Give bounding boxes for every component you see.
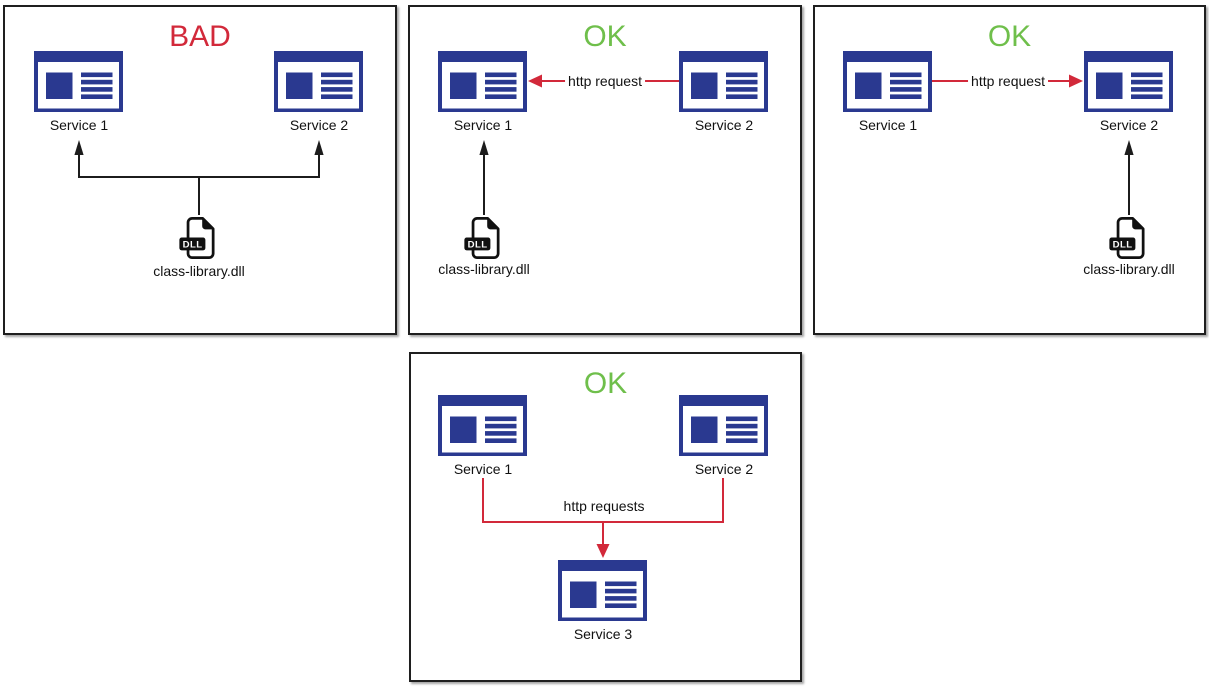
verdict-label: OK <box>583 20 627 53</box>
service-window-icon <box>1084 51 1173 112</box>
library-label: class-library.dll <box>1083 261 1175 277</box>
service-label: Service 3 <box>573 626 633 642</box>
service-label: Service 2 <box>1099 117 1159 133</box>
dll-file-icon <box>463 215 505 261</box>
library-label: class-library.dll <box>438 261 530 277</box>
service-label: Service 1 <box>453 461 513 477</box>
service-label: Service 1 <box>453 117 513 133</box>
panel-shared-third-service: OK Service 1 Service 2 Service 3 http re… <box>409 352 802 682</box>
dll-file-icon <box>1108 215 1150 261</box>
http-request-label: http request <box>565 73 645 89</box>
service-window-icon <box>438 51 527 112</box>
library-label: class-library.dll <box>153 263 245 279</box>
service-label: Service 2 <box>694 461 754 477</box>
dll-file-icon <box>178 215 220 261</box>
service-window-icon <box>274 51 363 112</box>
http-requests-label: http requests <box>563 498 645 514</box>
verdict-label: OK <box>987 20 1032 53</box>
service-window-icon <box>679 395 768 456</box>
panel-dll-in-service1: OK Service 1 Service 2 class-library.dll… <box>408 5 802 335</box>
service-window-icon <box>34 51 123 112</box>
service-label: Service 1 <box>49 117 109 133</box>
verdict-label: OK <box>583 367 628 400</box>
panel-shared-dll: BAD Service 1 Service 2 class-library.dl… <box>3 5 397 335</box>
service-label: Service 1 <box>858 117 918 133</box>
service-label: Service 2 <box>289 117 349 133</box>
service-window-icon <box>558 560 647 621</box>
service-label: Service 2 <box>694 117 754 133</box>
service-window-icon <box>679 51 768 112</box>
panel-dll-in-service2: OK Service 1 Service 2 class-library.dll… <box>813 5 1206 335</box>
service-window-icon <box>843 51 932 112</box>
verdict-label: BAD <box>169 20 231 53</box>
service-window-icon <box>438 395 527 456</box>
http-request-label: http request <box>968 73 1048 89</box>
